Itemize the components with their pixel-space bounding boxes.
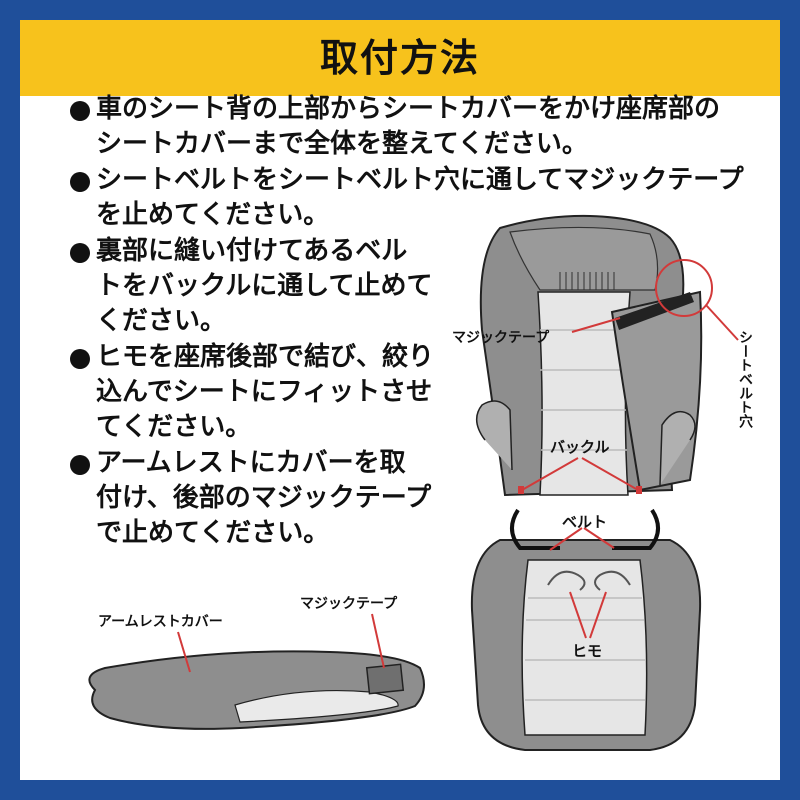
magic-tape-seat-label: マジックテープ bbox=[452, 330, 550, 346]
instruction-list: 車のシート背の上部からシートカバーをかけ座席部の シートカバーまで全体を整えてく… bbox=[70, 92, 770, 551]
step-4-line-2: 込んでシートにフィットさせ bbox=[96, 377, 433, 407]
armrest-cover-leader bbox=[177, 631, 191, 673]
armrest-cover-illustration bbox=[88, 613, 425, 730]
step-4: ヒモを座席後部で結び、絞り 込んでシートにフィットさせ てください。 bbox=[70, 340, 441, 445]
backrest-stitch-lines bbox=[540, 329, 628, 451]
step-1-line-2: シートカバーまで全体を整えてください。 bbox=[96, 129, 588, 159]
page-title: 取付方法 bbox=[319, 36, 480, 80]
armrest-magic-tape-label: マジックテープ bbox=[300, 596, 398, 612]
cushion-stitch-lines bbox=[525, 597, 645, 701]
step-5-line-2: 付け、後部のマジックテープ bbox=[96, 483, 432, 513]
right-side-loop bbox=[659, 410, 696, 486]
seatbelt-hole-leader bbox=[705, 304, 739, 341]
bullet-icon bbox=[70, 455, 90, 475]
buckle-label: バックル bbox=[550, 438, 610, 456]
string-leader-left bbox=[569, 591, 587, 639]
seatbelt-hole-highlight bbox=[655, 259, 713, 317]
step-3-line-2: トをバックルに通して止めて bbox=[96, 271, 433, 301]
seatbelt-hole-label: シートベルト穴 bbox=[737, 330, 753, 429]
buckle-leader-left bbox=[521, 457, 579, 491]
buckle-right-marker bbox=[636, 486, 642, 494]
bullet-icon bbox=[70, 172, 90, 192]
string-leader-right bbox=[589, 591, 607, 639]
bullet-icon bbox=[70, 101, 90, 121]
step-5: アームレストにカバーを取 付け、後部のマジックテープ で止めてください。 bbox=[70, 446, 441, 551]
belt-leader-right bbox=[583, 527, 615, 549]
bullet-icon bbox=[70, 243, 90, 263]
bullet-icon bbox=[70, 349, 90, 369]
belt-label: ベルト bbox=[562, 513, 607, 531]
step-3: 裏部に縫い付けてあるベル トをバックルに通して止めて ください。 bbox=[70, 234, 441, 339]
step-2-line-2: を止めてください。 bbox=[96, 200, 330, 230]
buckle-leader-right bbox=[581, 457, 639, 491]
seat-cushion-center bbox=[521, 559, 648, 736]
step-4-line-1: ヒモを座席後部で結び、絞り bbox=[96, 342, 435, 372]
step-3-line-3: ください。 bbox=[96, 306, 227, 336]
headrest-ribs bbox=[559, 272, 615, 290]
left-side-loop bbox=[476, 400, 513, 471]
step-3-line-1: 裏部に縫い付けてあるベル bbox=[96, 236, 408, 266]
right-belt bbox=[612, 508, 660, 550]
seat-cover-illustration bbox=[470, 214, 703, 751]
string-label: ヒモ bbox=[572, 642, 602, 660]
step-1: 車のシート背の上部からシートカバーをかけ座席部の シートカバーまで全体を整えてく… bbox=[70, 92, 756, 162]
seat-callouts bbox=[521, 259, 739, 639]
step-2: シートベルトをシートベルト穴に通してマジックテープ を止めてください。 bbox=[70, 163, 756, 233]
string-right bbox=[594, 570, 631, 591]
armrest-cover-inner bbox=[234, 689, 399, 723]
armrest-cover-label: アームレストカバー bbox=[98, 614, 223, 630]
magic-tape-strip bbox=[615, 292, 694, 330]
buckle-left-marker bbox=[518, 486, 524, 494]
step-2-line-1: シートベルトをシートベルト穴に通してマジックテープ bbox=[96, 165, 744, 195]
armrest-magic-tape bbox=[365, 663, 405, 695]
step-1-line-1: 車のシート背の上部からシートカバーをかけ座席部の bbox=[96, 94, 721, 124]
headrest-panel bbox=[509, 226, 659, 291]
belt-leader-left bbox=[549, 527, 583, 551]
step-5-line-1: アームレストにカバーを取 bbox=[96, 448, 406, 478]
magic-tape-leader bbox=[571, 317, 621, 333]
left-belt bbox=[510, 508, 560, 550]
string-left bbox=[547, 570, 586, 591]
step-5-line-3: で止めてください。 bbox=[96, 518, 330, 548]
step-4-line-3: てください。 bbox=[96, 412, 252, 442]
armrest-magic-tape-leader bbox=[371, 613, 385, 669]
title-banner: 取付方法 bbox=[20, 20, 780, 96]
